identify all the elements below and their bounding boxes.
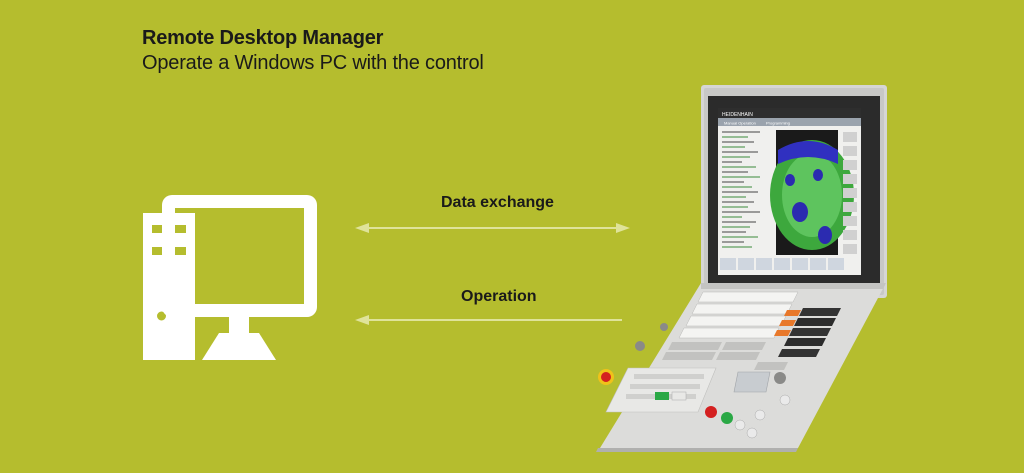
- wheel-graphic: [770, 140, 854, 250]
- pc-stand-icon: [229, 317, 249, 335]
- feed-override-knob: [635, 341, 645, 351]
- screen-softkeys-bottom: [720, 258, 844, 270]
- program-listing: [722, 131, 760, 248]
- pc-monitor-icon: [162, 195, 317, 317]
- cnc-control-unit: HEIDENHAIN Manual Operation Programming: [596, 85, 887, 452]
- computer-icon: [143, 195, 317, 360]
- operation-label: Operation: [461, 288, 537, 305]
- diagram-title: Remote Desktop Manager: [142, 27, 384, 49]
- nc-stop-button: [705, 406, 717, 418]
- touchpad: [733, 371, 771, 393]
- function-keys: [662, 342, 788, 370]
- screen-tab-right: Programming: [766, 121, 790, 126]
- screen-brand: HEIDENHAIN: [722, 112, 753, 118]
- nc-start-button: [721, 412, 733, 424]
- data-exchange-label: Data exchange: [441, 194, 554, 211]
- operation-arrow: [355, 315, 622, 325]
- diagram-subtitle: Operate a Windows PC with the control: [142, 52, 484, 74]
- data-exchange-arrow: [355, 223, 630, 233]
- alpha-keys: [678, 291, 799, 339]
- numeric-keys: [774, 308, 841, 357]
- screen-tab-left: Manual Operation: [724, 121, 756, 126]
- pc-base-icon: [202, 333, 276, 360]
- spindle-override-knob: [660, 323, 668, 331]
- screen-softkeys-right: [843, 132, 857, 254]
